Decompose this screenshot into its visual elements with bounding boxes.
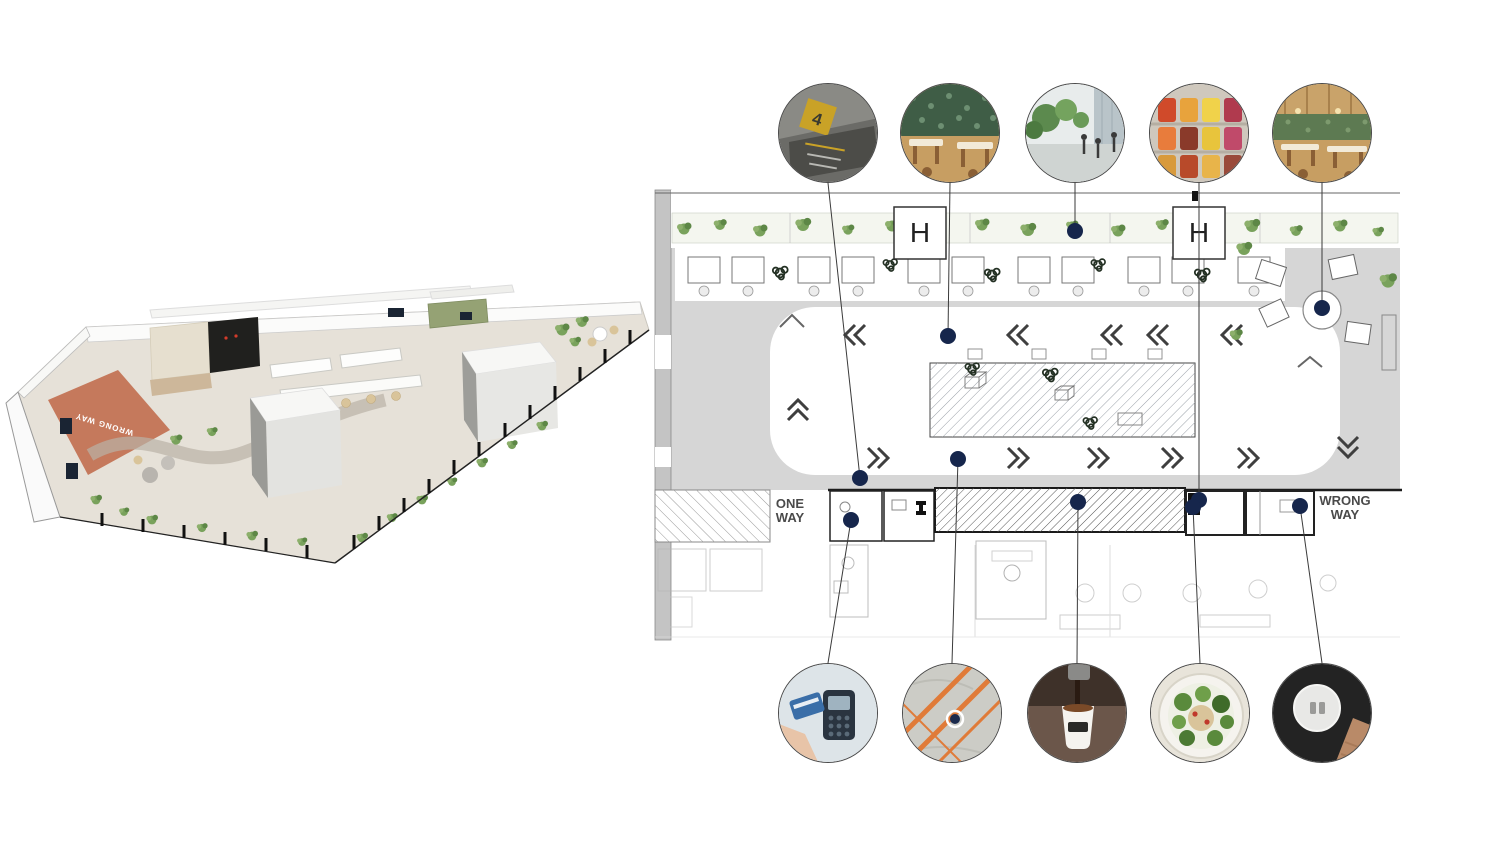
round-table xyxy=(1302,290,1342,330)
workstation-row xyxy=(675,248,1285,408)
back-of-house xyxy=(655,540,1400,638)
facade-mullions xyxy=(59,513,336,564)
floor-plan: H H xyxy=(654,189,1402,641)
column-marker-label: H xyxy=(1189,217,1209,248)
direction-chevrons xyxy=(779,313,1360,470)
svg-text:WAY: WAY xyxy=(1331,507,1360,522)
left-wall xyxy=(654,189,672,641)
order-pager-photo xyxy=(1272,663,1372,763)
one-way-label: ONE WAY xyxy=(776,496,805,525)
snack-shelf-photo xyxy=(1149,83,1249,183)
svg-text:ONE: ONE xyxy=(776,496,805,511)
service-zone xyxy=(654,487,1402,543)
svg-text:WRONG: WRONG xyxy=(1319,493,1370,508)
lounge-area xyxy=(964,241,1397,430)
lounge-poufs xyxy=(133,455,175,483)
column-marker-label: H xyxy=(910,217,930,248)
kitchen-block xyxy=(149,317,260,396)
meeting-room-volume xyxy=(249,387,342,498)
isometric-render: WRONG WAY xyxy=(5,284,650,564)
meeting-room-volume xyxy=(461,341,558,442)
cafe-interior-photo xyxy=(900,83,1000,183)
entry-floor-graphic: WRONG WAY xyxy=(48,370,170,475)
floor-graphic-photo xyxy=(902,663,1002,763)
column-marker-box: H xyxy=(893,206,947,260)
coffee-pour-photo xyxy=(1027,663,1127,763)
terrace-tip xyxy=(555,316,619,347)
planting-strip xyxy=(655,190,1400,248)
outdoor-terrace-photo xyxy=(1025,83,1125,183)
wall-screens xyxy=(60,308,472,479)
wrong-way-label: WRONG WAY xyxy=(1319,493,1370,522)
dining-hall-photo xyxy=(1272,83,1372,183)
level-4-wayfinding-sign-photo: 4 xyxy=(778,83,878,183)
salad-bowl-photo xyxy=(1150,663,1250,763)
svg-text:WAY: WAY xyxy=(776,510,805,525)
roof-planes xyxy=(149,284,515,319)
green-wall-room xyxy=(427,298,489,329)
facade-mullions xyxy=(334,329,650,564)
card-payment-photo xyxy=(778,663,878,763)
